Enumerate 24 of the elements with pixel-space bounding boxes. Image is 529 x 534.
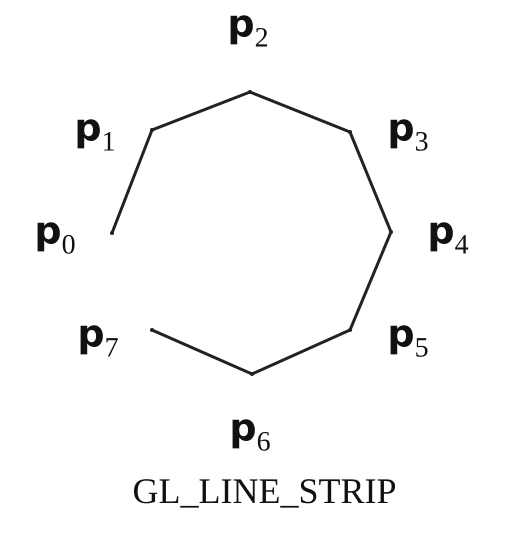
- vertex-label: p$_{2}$: [227, 2, 269, 54]
- vertex-label: p$_{3}$: [387, 106, 429, 158]
- vertex-label: p$_{7}$: [77, 312, 119, 364]
- line-segment: [110, 129, 154, 234]
- vertex-label: p$_{5}$: [387, 312, 429, 364]
- vertex-label: p$_{4}$: [427, 208, 469, 262]
- vertex-point: [150, 328, 154, 332]
- line-segment: [251, 328, 351, 376]
- line-segment: [348, 231, 392, 331]
- vertex-point: [248, 90, 252, 94]
- vertex-label: p$_{6}$: [229, 406, 271, 458]
- vertex-point: [110, 231, 114, 235]
- vertex-point: [250, 372, 254, 376]
- vertex-label: p$_{0}$: [34, 208, 76, 262]
- line-segment: [151, 90, 251, 132]
- line-segment: [151, 328, 253, 376]
- vertex-point: [348, 328, 352, 332]
- vertex-point: [348, 130, 352, 134]
- line-segment: [348, 131, 392, 233]
- vertex-label: p$_{1}$: [74, 106, 116, 158]
- vertex-point: [150, 128, 154, 132]
- line-segment: [249, 90, 351, 134]
- caption: GL_LINE_STRIP: [132, 470, 398, 512]
- vertex-point: [389, 230, 393, 234]
